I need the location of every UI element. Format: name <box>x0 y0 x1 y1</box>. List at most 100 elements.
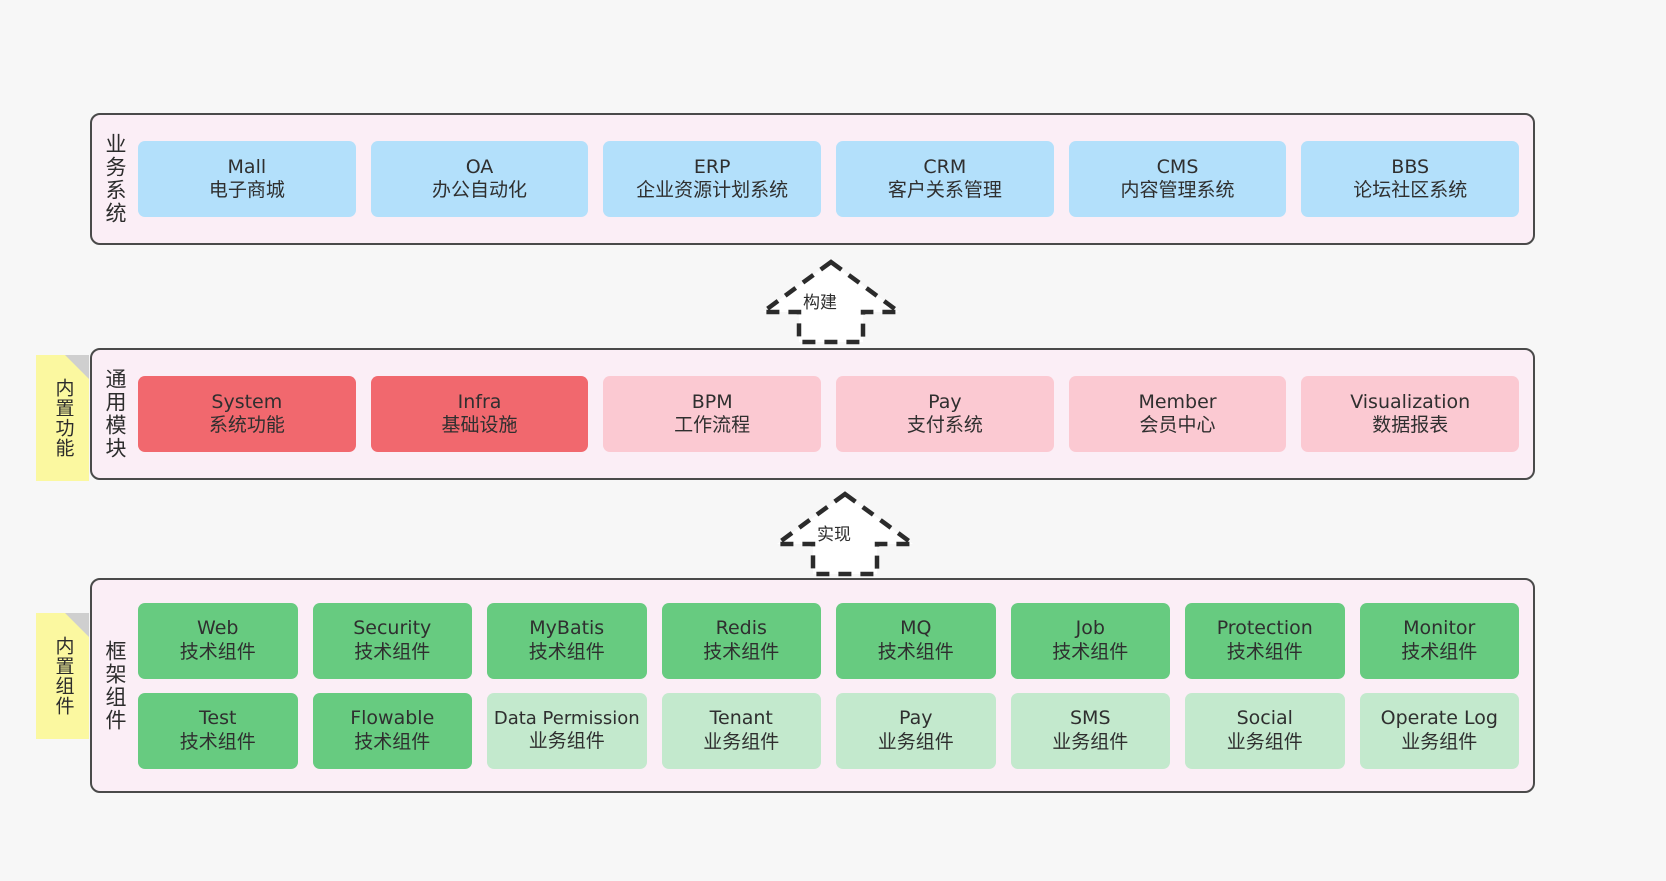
node-data-permission[interactable]: Data Permission 业务组件 <box>487 692 647 769</box>
node-sms[interactable]: SMS 业务组件 <box>1010 692 1170 769</box>
sticky-fold-corner <box>65 355 89 379</box>
node-oa[interactable]: OA 办公自动化 <box>370 141 589 217</box>
node-title: SMS <box>1069 707 1111 730</box>
node-title: Test <box>199 707 237 730</box>
arrow-implement: 实现 <box>770 490 920 578</box>
sticky-note-builtin-features: 内置功能 <box>36 355 89 481</box>
sticky-fold-corner <box>65 613 89 637</box>
node-subtitle: 技术组件 <box>179 730 256 753</box>
layer-title-framework-components: 框架组件 <box>103 639 128 732</box>
node-title: BBS <box>1391 155 1430 178</box>
node-title: OA <box>465 155 494 178</box>
node-web[interactable]: Web 技术组件 <box>138 602 298 679</box>
layer-common-modules: 通用模块 System 系统功能 Infra 基础设施 BPM 工作流程 <box>90 348 1535 480</box>
node-subtitle: 支付系统 <box>906 414 983 436</box>
node-row: System 系统功能 Infra 基础设施 BPM 工作流程 Pay 支付系统 <box>138 376 1520 452</box>
node-mybatis[interactable]: MyBatis 技术组件 <box>487 602 647 679</box>
node-title: MyBatis <box>529 617 605 640</box>
node-subtitle: 技术组件 <box>354 730 431 753</box>
node-title: Flowable <box>350 707 435 730</box>
node-subtitle: 电子商城 <box>208 179 285 201</box>
node-subtitle: 系统功能 <box>208 414 285 436</box>
node-title: Tenant <box>709 707 773 730</box>
arrow-build-label: 构建 <box>803 293 837 313</box>
node-subtitle: 技术组件 <box>354 640 431 663</box>
node-subtitle: 业务组件 <box>703 730 780 753</box>
node-subtitle: 业务组件 <box>1401 730 1478 753</box>
node-subtitle: 数据报表 <box>1372 414 1449 436</box>
node-security[interactable]: Security 技术组件 <box>312 602 472 679</box>
node-title: System <box>211 390 283 413</box>
node-title: Redis <box>715 617 767 640</box>
node-title: Mall <box>227 155 267 178</box>
node-job[interactable]: Job 技术组件 <box>1010 602 1170 679</box>
node-operate-log[interactable]: Operate Log 业务组件 <box>1359 692 1519 769</box>
node-row: Mall 电子商城 OA 办公自动化 ERP 企业资源计划系统 CRM 客户关系… <box>138 141 1520 217</box>
node-redis[interactable]: Redis 技术组件 <box>661 602 821 679</box>
node-title: Social <box>1236 707 1293 730</box>
node-visualization[interactable]: Visualization 数据报表 <box>1301 376 1520 452</box>
node-title: Operate Log <box>1380 707 1498 730</box>
node-subtitle: 企业资源计划系统 <box>636 179 789 201</box>
node-subtitle: 技术组件 <box>179 640 256 663</box>
layer-business-systems: 业务系统 Mall 电子商城 OA 办公自动化 ERP 企业资源计划系统 <box>90 113 1535 245</box>
node-mall[interactable]: Mall 电子商城 <box>138 141 356 217</box>
node-protection[interactable]: Protection 技术组件 <box>1185 602 1345 679</box>
node-subtitle: 工作流程 <box>674 414 751 436</box>
node-title: Pay <box>899 707 933 730</box>
node-member[interactable]: Member 会员中心 <box>1068 376 1287 452</box>
node-row: Web 技术组件 Security 技术组件 MyBatis 技术组件 Redi… <box>138 602 1519 679</box>
node-subtitle: 技术组件 <box>877 640 954 663</box>
arrow-build-shape <box>756 259 906 345</box>
node-pay-module[interactable]: Pay 支付系统 <box>836 376 1054 452</box>
node-title: ERP <box>693 155 731 178</box>
node-title: Member <box>1138 390 1217 413</box>
node-mq[interactable]: MQ 技术组件 <box>836 602 996 679</box>
node-erp[interactable]: ERP 企业资源计划系统 <box>603 141 822 217</box>
node-bpm[interactable]: BPM 工作流程 <box>603 376 822 452</box>
node-subtitle: 业务组件 <box>1226 730 1303 753</box>
node-title: Job <box>1075 617 1105 640</box>
node-title: Infra <box>457 390 502 413</box>
node-title: Web <box>197 617 239 640</box>
arrow-build: 构建 <box>756 258 906 346</box>
layer-framework-components: 框架组件 Web 技术组件 Security 技术组件 MyBatis 技术组件 <box>90 578 1535 793</box>
node-subtitle: 办公自动化 <box>432 179 528 201</box>
node-cms[interactable]: CMS 内容管理系统 <box>1068 141 1287 217</box>
node-bbs[interactable]: BBS 论坛社区系统 <box>1301 141 1520 217</box>
node-title: Protection <box>1216 617 1313 640</box>
layer-title-business-systems: 业务系统 <box>103 133 128 225</box>
sticky-note-text: 内置组件 <box>52 636 75 716</box>
node-subtitle: 内容管理系统 <box>1120 179 1235 201</box>
node-subtitle: 技术组件 <box>1226 640 1303 663</box>
node-subtitle: 技术组件 <box>703 640 780 663</box>
node-monitor[interactable]: Monitor 技术组件 <box>1359 602 1519 679</box>
node-title: CRM <box>923 155 967 178</box>
node-title: Pay <box>928 390 962 413</box>
node-subtitle: 业务组件 <box>877 730 954 753</box>
node-subtitle: 论坛社区系统 <box>1353 179 1468 201</box>
layer-body-common-modules: System 系统功能 Infra 基础设施 BPM 工作流程 Pay 支付系统 <box>138 350 1533 478</box>
layer-body-business-systems: Mall 电子商城 OA 办公自动化 ERP 企业资源计划系统 CRM 客户关系… <box>138 115 1533 243</box>
node-tenant[interactable]: Tenant 业务组件 <box>661 692 821 769</box>
node-row: Test 技术组件 Flowable 技术组件 Data Permission … <box>138 692 1519 769</box>
node-test[interactable]: Test 技术组件 <box>138 692 298 769</box>
node-crm[interactable]: CRM 客户关系管理 <box>836 141 1054 217</box>
node-title: Data Permission <box>493 707 640 729</box>
node-title: Monitor <box>1403 617 1476 640</box>
node-social[interactable]: Social 业务组件 <box>1185 692 1345 769</box>
node-infra[interactable]: Infra 基础设施 <box>370 376 589 452</box>
sticky-note-text: 内置功能 <box>52 378 75 458</box>
node-subtitle: 基础设施 <box>441 414 518 436</box>
node-pay-component[interactable]: Pay 业务组件 <box>836 692 996 769</box>
node-system[interactable]: System 系统功能 <box>138 376 356 452</box>
node-subtitle: 技术组件 <box>528 640 605 663</box>
node-subtitle: 会员中心 <box>1139 414 1216 436</box>
node-subtitle: 业务组件 <box>1052 730 1129 753</box>
node-subtitle: 客户关系管理 <box>887 179 1002 201</box>
arrow-implement-shape <box>770 491 920 577</box>
layer-title-common-modules: 通用模块 <box>103 368 128 460</box>
node-title: Visualization <box>1350 390 1471 413</box>
node-flowable[interactable]: Flowable 技术组件 <box>312 692 472 769</box>
